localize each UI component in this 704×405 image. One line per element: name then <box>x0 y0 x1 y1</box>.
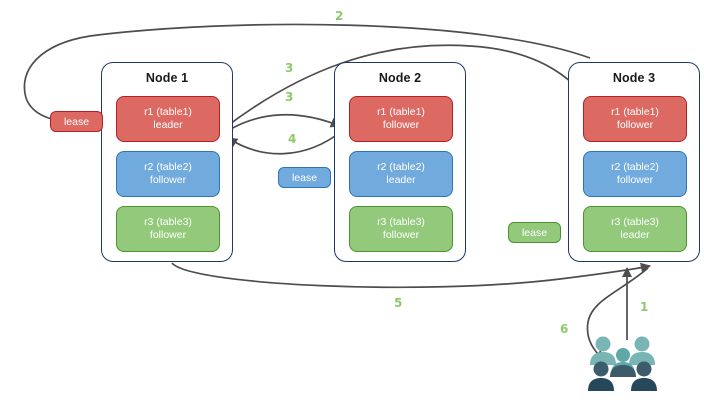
replica-r1[interactable]: r1 (table1) leader <box>116 96 220 142</box>
replica-r2[interactable]: r2 (table2) follower <box>116 151 220 197</box>
replica-role: leader <box>620 229 650 241</box>
edge-step-4 <box>227 130 343 155</box>
replica-name: r2 (table2) <box>377 161 425 173</box>
replica-name: r1 (table1) <box>611 106 659 118</box>
replica-role: follower <box>382 229 420 241</box>
node-container-node3[interactable]: Node 3 r1 (table1) follower r2 (table2) … <box>568 62 700 262</box>
node-title: Node 1 <box>145 71 189 85</box>
lease-badge-red[interactable]: lease <box>50 111 103 132</box>
replica-role: follower <box>149 174 187 186</box>
replica-role: leader <box>386 174 416 186</box>
replica-r1[interactable]: r1 (table1) follower <box>583 96 687 142</box>
edge-step-5 <box>171 262 652 289</box>
lease-badge-blue[interactable]: lease <box>278 167 331 188</box>
replica-name: r3 (table3) <box>377 216 425 228</box>
step-label-3b: 3 <box>285 90 294 104</box>
node-container-node2[interactable]: Node 2 r1 (table1) follower r2 (table2) … <box>334 62 466 262</box>
replica-r3[interactable]: r3 (table3) follower <box>349 206 453 252</box>
step-label-5: 5 <box>394 296 403 310</box>
replica-r1[interactable]: r1 (table1) follower <box>349 96 453 142</box>
replica-r3[interactable]: r3 (table3) leader <box>583 206 687 252</box>
node-title: Node 3 <box>612 71 656 85</box>
replica-name: r1 (table1) <box>144 106 192 118</box>
replica-name: r3 (table3) <box>144 216 192 228</box>
replica-r2[interactable]: r2 (table2) leader <box>349 151 453 197</box>
lease-badge-green[interactable]: lease <box>508 222 561 243</box>
replica-r3[interactable]: r3 (table3) follower <box>116 206 220 252</box>
people-icon <box>588 336 657 391</box>
replica-role: follower <box>616 174 654 186</box>
clients-group-icon[interactable] <box>586 333 660 393</box>
step-label-1: 1 <box>640 300 649 314</box>
replica-name: r3 (table3) <box>611 216 659 228</box>
node-title: Node 2 <box>378 71 422 85</box>
replica-role: follower <box>149 229 187 241</box>
replica-name: r1 (table1) <box>377 106 425 118</box>
step-label-2: 2 <box>335 9 344 23</box>
step-label-6: 6 <box>560 322 569 336</box>
replica-role: follower <box>616 119 654 131</box>
replica-role: follower <box>382 119 420 131</box>
replica-name: r2 (table2) <box>144 161 192 173</box>
edge-step-3-short <box>223 113 341 134</box>
replica-role: leader <box>153 119 183 131</box>
replica-r2[interactable]: r2 (table2) follower <box>583 151 687 197</box>
replica-name: r2 (table2) <box>611 161 659 173</box>
step-label-4: 4 <box>288 132 297 146</box>
step-label-3a: 3 <box>285 61 294 75</box>
node-container-node1[interactable]: Node 1 r1 (table1) leader r2 (table2) fo… <box>101 62 233 262</box>
